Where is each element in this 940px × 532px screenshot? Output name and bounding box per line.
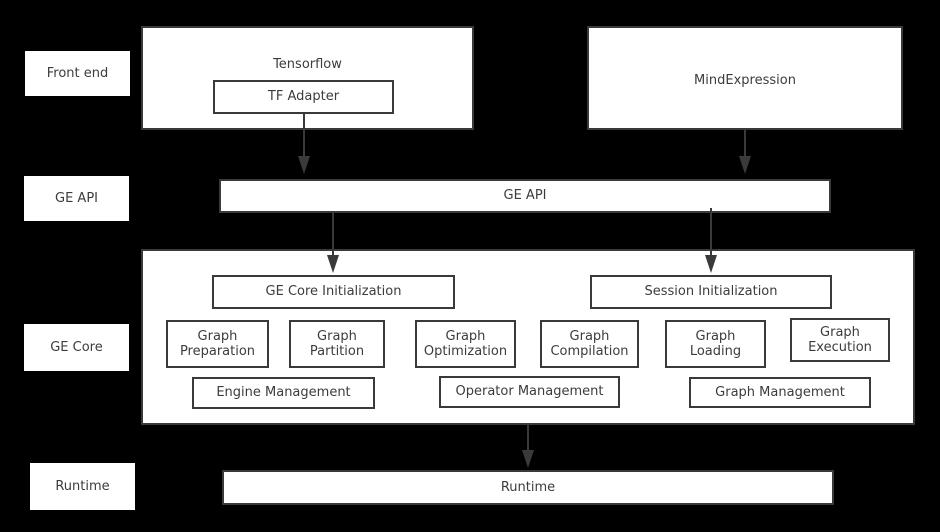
- session-initialization-box[interactable]: Session Initialization: [590, 275, 832, 309]
- graph-loading-box[interactable]: Graph Loading: [665, 320, 766, 368]
- graph-compilation-box[interactable]: Graph Compilation: [540, 320, 639, 368]
- graph-partition-box[interactable]: Graph Partition: [289, 320, 385, 368]
- layer-label-runtime: Runtime: [30, 463, 135, 510]
- layer-label-front-end: Front end: [25, 51, 130, 96]
- graph-execution-box[interactable]: Graph Execution: [790, 318, 890, 362]
- tf-adapter-box[interactable]: TF Adapter: [213, 80, 394, 114]
- tensorflow-group-box: Tensorflow: [141, 26, 474, 130]
- layer-label-ge-core: GE Core: [24, 324, 129, 371]
- ge-api-bar[interactable]: GE API: [219, 179, 831, 213]
- layer-label-ge-api: GE API: [24, 176, 129, 221]
- mindexpression-group-box: MindExpression: [587, 26, 903, 130]
- ge-core-initialization-box[interactable]: GE Core Initialization: [212, 275, 455, 309]
- arrow-ge-core-to-runtime: [522, 425, 534, 468]
- graph-preparation-box[interactable]: Graph Preparation: [166, 320, 269, 368]
- arrow-mindexpression-to-ge-api: [739, 130, 751, 174]
- runtime-bar[interactable]: Runtime: [222, 470, 834, 505]
- operator-management-box[interactable]: Operator Management: [439, 376, 620, 408]
- mindexpression-caption: MindExpression: [694, 73, 796, 88]
- graph-optimization-box[interactable]: Graph Optimization: [415, 320, 516, 368]
- engine-management-box[interactable]: Engine Management: [192, 377, 375, 409]
- graph-management-box[interactable]: Graph Management: [689, 377, 871, 408]
- tensorflow-caption: Tensorflow: [273, 57, 342, 72]
